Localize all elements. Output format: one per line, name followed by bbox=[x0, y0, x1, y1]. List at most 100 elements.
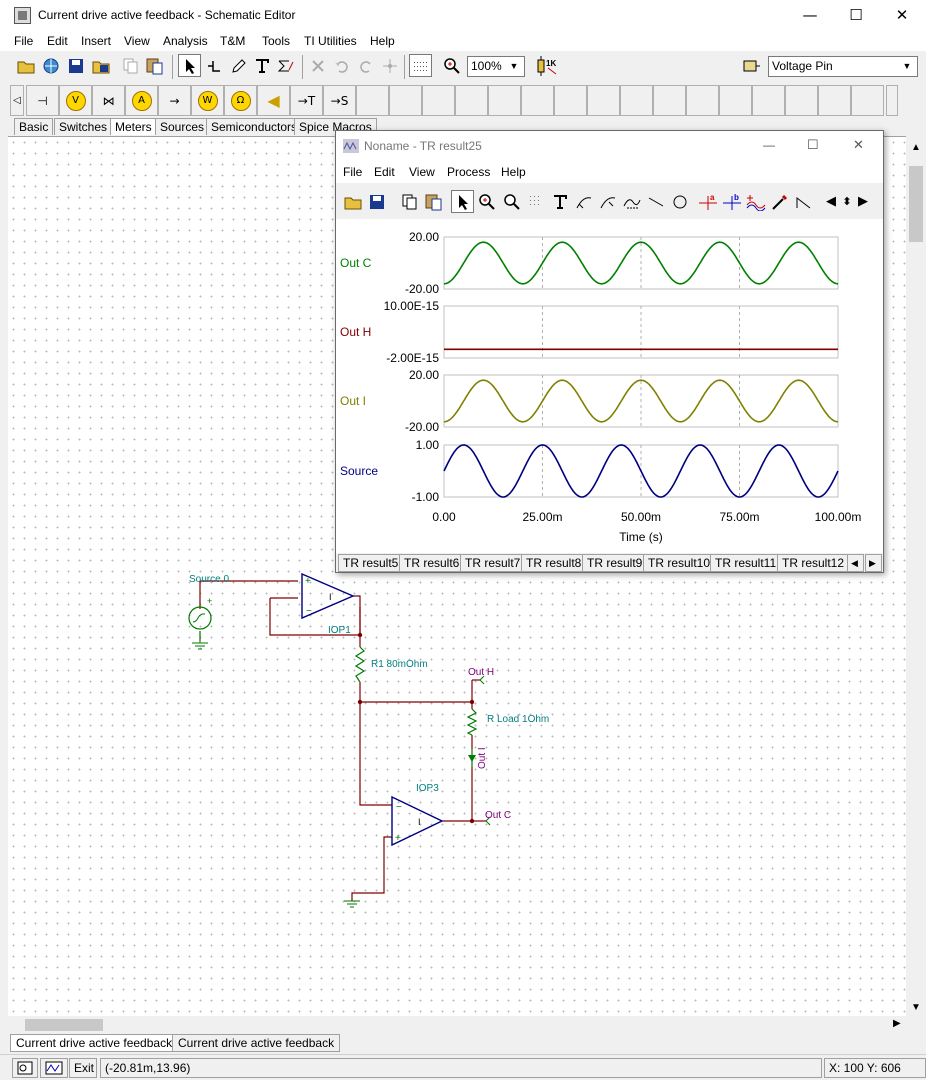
horizontal-scrollbar[interactable]: ▶ bbox=[8, 1016, 906, 1034]
pencil-icon[interactable] bbox=[226, 54, 249, 77]
select-arrow-icon[interactable] bbox=[178, 54, 201, 77]
menu-insert[interactable]: Insert bbox=[81, 34, 112, 48]
menu-tm[interactable]: T&M bbox=[220, 34, 246, 48]
formula-icon[interactable] bbox=[274, 54, 297, 77]
select-arrow-icon[interactable] bbox=[451, 190, 474, 213]
delete-icon[interactable] bbox=[306, 54, 329, 77]
part-button-9[interactable]: →T bbox=[290, 85, 323, 116]
component-value-icon[interactable]: 1K bbox=[535, 54, 558, 77]
part-button-10[interactable]: →S bbox=[323, 85, 356, 116]
tabs-left-icon[interactable]: ◀ bbox=[847, 554, 864, 572]
tab-tr-result10[interactable]: TR result10 bbox=[643, 554, 716, 572]
scroll-left-icon[interactable]: ◁ bbox=[10, 85, 24, 116]
copy-icon[interactable] bbox=[119, 54, 142, 77]
web-open-icon[interactable] bbox=[39, 54, 62, 77]
open-icon[interactable] bbox=[14, 54, 37, 77]
open-icon[interactable] bbox=[341, 190, 364, 213]
tab-basic[interactable]: Basic bbox=[14, 118, 54, 135]
nav-updown-icon[interactable]: ⬍ bbox=[842, 195, 852, 208]
part-button-4[interactable]: A bbox=[125, 85, 158, 116]
mode-icon[interactable] bbox=[12, 1058, 38, 1078]
tab-tr-result5[interactable]: TR result5 bbox=[338, 554, 404, 572]
grid-icon[interactable] bbox=[409, 54, 432, 77]
scroll-down-icon[interactable]: ▼ bbox=[911, 1002, 921, 1013]
tab-tr-result12[interactable]: TR result12 bbox=[777, 554, 850, 572]
out-i-label[interactable]: Out I bbox=[477, 747, 488, 769]
menu-edit[interactable]: Edit bbox=[47, 34, 68, 48]
maximize-button[interactable]: ☐ bbox=[849, 6, 863, 24]
zoom-100-icon[interactable] bbox=[500, 190, 523, 213]
iop1-label[interactable]: IOP1 bbox=[328, 625, 351, 636]
maximize-button[interactable]: ☐ bbox=[807, 137, 819, 152]
menu-file[interactable]: File bbox=[14, 34, 34, 48]
tab-tr-result9[interactable]: TR result9 bbox=[582, 554, 648, 572]
part-button-8[interactable]: ◀ bbox=[257, 85, 290, 116]
doc-tab-feedback[interactable]: Current drive active feedback bbox=[172, 1034, 341, 1052]
nav-left-icon[interactable]: ◀ bbox=[826, 194, 836, 209]
menu-ti-utilities[interactable]: TI Utilities bbox=[304, 34, 357, 48]
scroll-up-icon[interactable]: ▲ bbox=[911, 142, 921, 153]
part-button-1[interactable]: ⊣ bbox=[26, 85, 59, 116]
part-button-2[interactable]: V bbox=[59, 85, 92, 116]
nav-right-icon[interactable]: ▶ bbox=[858, 194, 868, 209]
close-button[interactable]: ✕ bbox=[853, 137, 864, 152]
part-button-5[interactable]: → bbox=[158, 85, 191, 116]
menu-view[interactable]: View bbox=[124, 34, 150, 48]
save-icon[interactable] bbox=[64, 54, 87, 77]
edge-icon[interactable] bbox=[792, 190, 815, 213]
source-label[interactable]: Source 0 bbox=[189, 574, 230, 585]
scroll-right-icon[interactable] bbox=[886, 85, 898, 116]
rload-label[interactable]: R Load 1Ohm bbox=[487, 714, 550, 725]
text-tool-icon[interactable] bbox=[548, 190, 571, 213]
zoom-select[interactable]: 100% ▼ bbox=[467, 56, 525, 77]
tab-semiconductors[interactable]: Semiconductors bbox=[206, 118, 303, 135]
cursor-a-icon[interactable]: a bbox=[696, 190, 719, 213]
add-curve-icon[interactable] bbox=[744, 190, 767, 213]
zoom-icon[interactable] bbox=[440, 54, 463, 77]
analysis-icon[interactable] bbox=[40, 1058, 68, 1078]
undo-icon[interactable] bbox=[330, 54, 353, 77]
vertical-scrollbar[interactable]: ▲ ▼ bbox=[906, 136, 926, 1016]
scroll-right-icon[interactable]: ▶ bbox=[893, 1018, 901, 1029]
probe-icon[interactable] bbox=[768, 190, 791, 213]
annotate-icon[interactable] bbox=[572, 190, 595, 213]
save-icon[interactable] bbox=[365, 190, 388, 213]
grid-icon[interactable] bbox=[524, 190, 547, 213]
result-menu-help[interactable]: Help bbox=[501, 165, 526, 179]
pin-type-select[interactable]: Voltage Pin ▼ bbox=[768, 56, 918, 77]
result-menu-process[interactable]: Process bbox=[447, 165, 491, 179]
out-c-label[interactable]: Out C bbox=[485, 810, 512, 821]
copy-icon[interactable] bbox=[398, 190, 421, 213]
cursor-b-icon[interactable]: b bbox=[720, 190, 743, 213]
close-button[interactable]: ✕ bbox=[895, 6, 909, 24]
part-button-3[interactable]: ⋈ bbox=[92, 85, 125, 116]
scroll-thumb[interactable] bbox=[25, 1019, 103, 1031]
paste-icon[interactable] bbox=[422, 190, 445, 213]
result-window[interactable]: Noname - TR result25 — ☐ ✕ File Edit Vie… bbox=[335, 130, 884, 573]
junction-icon[interactable] bbox=[378, 54, 401, 77]
exit-button[interactable]: Exit bbox=[69, 1058, 97, 1078]
tabs-right-icon[interactable]: ▶ bbox=[865, 554, 882, 572]
out-h-label[interactable]: Out H bbox=[468, 667, 495, 678]
scroll-thumb[interactable] bbox=[909, 166, 923, 242]
doc-tab-feedback-2[interactable]: Current drive active feedback 2 bbox=[10, 1034, 189, 1052]
tab-meters[interactable]: Meters bbox=[110, 118, 157, 135]
zoom-icon[interactable] bbox=[475, 190, 498, 213]
tab-sources[interactable]: Sources bbox=[155, 118, 210, 135]
r1-label[interactable]: R1 80mOhm bbox=[371, 659, 428, 670]
tab-switches[interactable]: Switches bbox=[54, 118, 113, 135]
text-tool-icon[interactable] bbox=[250, 54, 273, 77]
circle-tool-icon[interactable] bbox=[668, 190, 691, 213]
wire-tool-icon[interactable] bbox=[202, 54, 225, 77]
result-menu-edit[interactable]: Edit bbox=[374, 165, 395, 179]
iop3-label[interactable]: IOP3 bbox=[416, 783, 439, 794]
pin-tool-icon[interactable] bbox=[740, 54, 763, 77]
tab-tr-result7[interactable]: TR result7 bbox=[460, 554, 526, 572]
annotate-2-icon[interactable] bbox=[596, 190, 619, 213]
menu-tools[interactable]: Tools bbox=[262, 34, 291, 48]
result-menu-view[interactable]: View bbox=[409, 165, 435, 179]
result-menu-file[interactable]: File bbox=[343, 165, 363, 179]
minimize-button[interactable]: — bbox=[802, 6, 818, 24]
menu-analysis[interactable]: Analysis bbox=[163, 34, 208, 48]
